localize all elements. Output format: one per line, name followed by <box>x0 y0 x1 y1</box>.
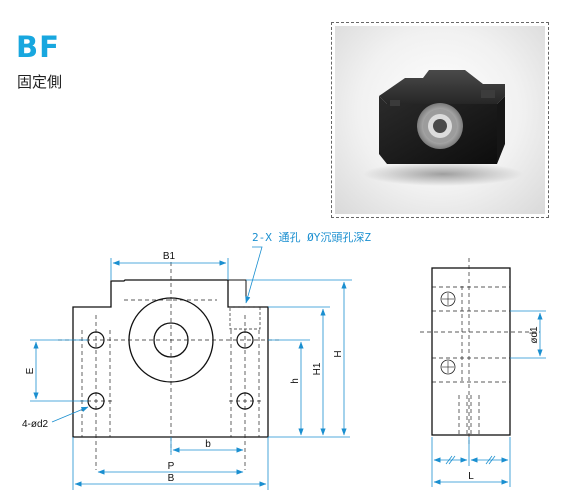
front-view-hidden-lines <box>58 262 280 470</box>
dim-label-h: h <box>290 378 301 384</box>
product-code-title: BF <box>16 30 60 64</box>
dim-label-b-total: B <box>168 473 175 484</box>
dim-label-h1: H1 <box>312 362 323 375</box>
dim-label-e: E <box>25 367 36 374</box>
product-side-subtitle: 固定側 <box>17 73 63 91</box>
front-view-hidden-recess <box>229 306 261 330</box>
dim-label-b1: B1 <box>163 251 176 262</box>
dim-label-p: P <box>168 461 175 472</box>
dim-label-l: L <box>468 471 474 482</box>
product-photo-frame <box>331 22 549 218</box>
dim-label-d1: ød1 <box>529 326 540 344</box>
side-view-outline <box>431 267 511 436</box>
side-view-dimensions <box>431 310 546 487</box>
front-view-slot <box>228 279 247 298</box>
product-photo <box>335 26 545 214</box>
front-view-dimensions <box>30 246 352 490</box>
side-view <box>420 258 540 445</box>
dim-label-b-small: b <box>205 439 211 450</box>
hole-spec-note: 2-X 通孔 ØY沉頭孔深Z <box>252 231 371 244</box>
front-view <box>58 262 280 470</box>
dim-label-h-total: H <box>333 350 344 357</box>
hole-callout-label: 4-ød2 <box>22 419 49 430</box>
side-view-hole-lower <box>440 359 456 375</box>
side-view-hole-upper <box>440 291 456 307</box>
front-view-outline <box>72 279 269 438</box>
side-view-hidden-lines <box>420 258 540 445</box>
bearing-support-block-photo-icon <box>363 70 523 186</box>
